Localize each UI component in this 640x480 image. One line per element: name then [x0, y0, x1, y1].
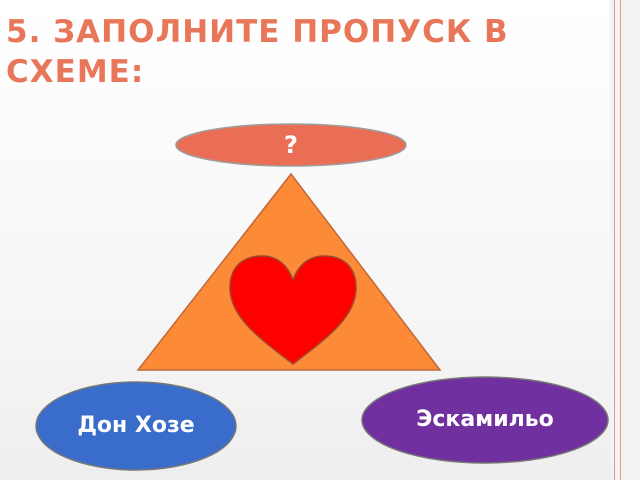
decorative-border	[610, 0, 640, 480]
heart-icon	[229, 255, 357, 365]
left-node-ellipse	[35, 381, 237, 471]
right-node-ellipse	[361, 376, 609, 464]
border-line	[614, 0, 615, 480]
top-node-ellipse	[175, 123, 407, 167]
slide-title: 5. Заполните пропуск в схеме:	[6, 14, 509, 90]
border-line	[620, 0, 621, 480]
